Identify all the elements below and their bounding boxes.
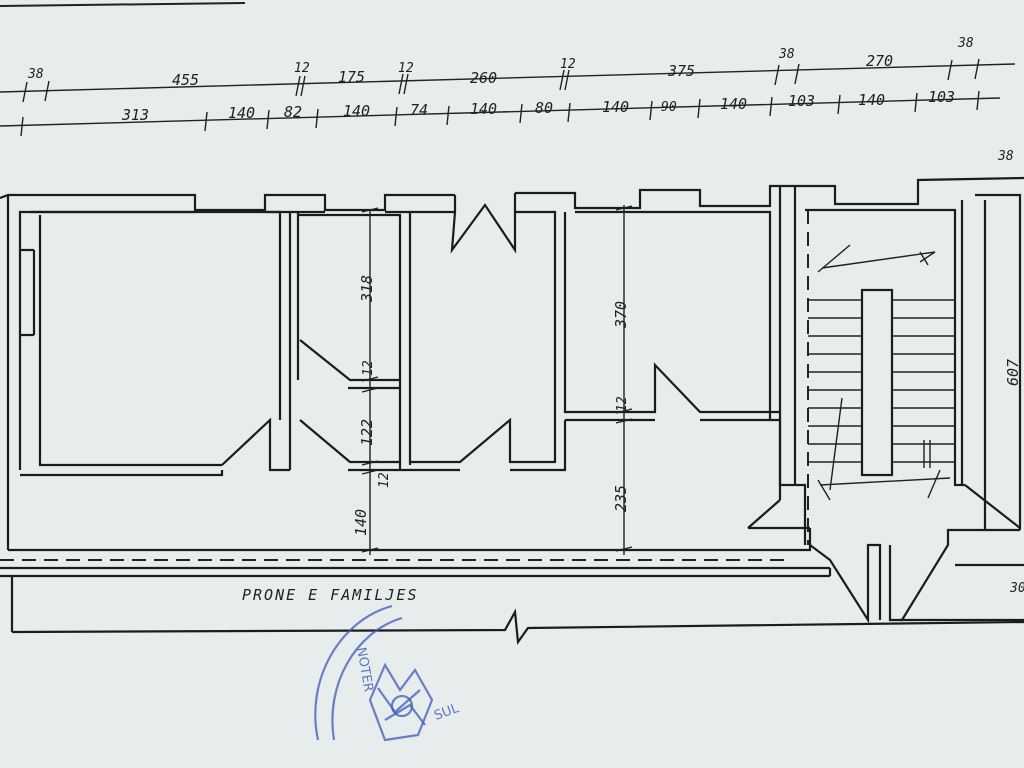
dimension-row-1: 38 455 12 175 12 260 12 375 38 270 38: [0, 36, 1016, 103]
room-3: [410, 193, 567, 472]
exterior-walls: [0, 176, 1024, 550]
dim-row1-7: 375: [667, 62, 695, 80]
dim-row1-5: 260: [470, 69, 497, 87]
dim-318: 318: [358, 275, 376, 303]
dim-607: 607: [1004, 359, 1022, 386]
dim-30-right: 30: [1009, 581, 1024, 596]
corridor: [0, 528, 1024, 646]
dim-row1-0: 38: [27, 67, 44, 82]
dim-row1-2: 12: [294, 61, 310, 76]
dim-row2-8: 90: [661, 100, 677, 115]
dim-row1-1: 455: [172, 71, 199, 89]
stair-treads-right: [892, 299, 955, 463]
dim-12-b: 12: [377, 472, 392, 488]
dim-row1-8: 38: [778, 47, 795, 62]
room-1: [20, 210, 290, 477]
dim-row1-9: 270: [866, 52, 893, 70]
dim-row1-4: 12: [398, 61, 414, 76]
dim-row1-10: 38: [957, 36, 974, 51]
dim-row2-1: 140: [228, 104, 255, 122]
dim-row2-11: 140: [858, 91, 885, 109]
stamp-text-a: NOTER: [353, 646, 376, 693]
interior-dimensions: 318 12 122 12 140 370 12 235 607 38 30: [352, 149, 1024, 596]
dim-38-right: 38: [997, 149, 1014, 164]
dim-122: 122: [358, 419, 376, 446]
dim-row1-3: 175: [338, 68, 365, 86]
dim-row2-0: 313: [121, 106, 149, 124]
dim-row2-3: 140: [343, 102, 370, 120]
dim-row2-6: 80: [535, 99, 553, 117]
room-2: [288, 212, 412, 472]
dim-140: 140: [352, 509, 370, 536]
dim-235: 235: [612, 485, 630, 512]
dim-row2-5: 140: [470, 100, 497, 118]
dim-370: 370: [612, 301, 630, 329]
stamp-text-b: SUL: [432, 701, 461, 724]
dim-row2-12: 103: [928, 88, 955, 106]
stamp-emblem: [368, 662, 434, 742]
dim-row2-7: 140: [602, 98, 629, 116]
dim-12-c: 12: [615, 396, 630, 412]
dim-12-a: 12: [361, 360, 376, 376]
room-4: [563, 210, 810, 530]
dim-row2-2: 82: [284, 103, 302, 121]
dim-row1-6: 12: [560, 57, 576, 72]
notary-stamp: NOTER SUL: [314, 604, 462, 742]
dim-row2-10: 103: [788, 92, 815, 110]
dim-row2-9: 140: [720, 95, 747, 113]
stair-treads-left: [808, 299, 862, 463]
stairwell: [778, 186, 1022, 624]
dimension-row-2: 313 140 82 140 74 140 80 140 90 140 103 …: [0, 88, 1001, 137]
corridor-label: PRONE E FAMILJES: [242, 586, 419, 604]
dim-row2-4: 74: [410, 101, 428, 119]
sheet-top-line: [0, 2, 246, 7]
